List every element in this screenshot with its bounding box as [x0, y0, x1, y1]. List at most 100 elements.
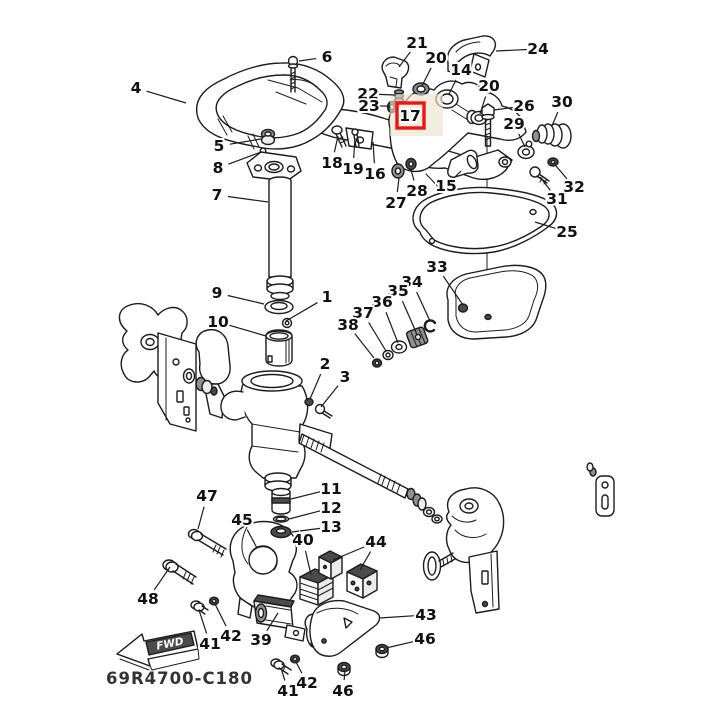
part-number-29[interactable]: 29	[501, 113, 527, 135]
part-number-41[interactable]: 41	[275, 680, 301, 702]
nut-38	[371, 358, 383, 368]
part-number-42[interactable]: 42	[294, 672, 320, 694]
mount-plate	[446, 264, 547, 340]
part-number-12[interactable]: 12	[318, 497, 344, 519]
part-number-45[interactable]: 45	[229, 509, 255, 531]
part-number-41[interactable]: 41	[197, 633, 223, 655]
part-number-8[interactable]: 8	[211, 157, 226, 179]
callout-leader-line	[214, 603, 227, 627]
part-number-27[interactable]: 27	[383, 192, 409, 214]
part-number-34[interactable]: 34	[399, 271, 425, 293]
part-number-14[interactable]: 14	[448, 59, 474, 81]
part-number-13[interactable]: 13	[318, 516, 344, 538]
part-number-31[interactable]: 31	[544, 188, 570, 210]
part-number-38[interactable]: 38	[335, 314, 361, 336]
callout-leader-line	[416, 291, 431, 322]
bolt-41a	[190, 600, 209, 615]
part-number-40[interactable]: 40	[290, 529, 316, 551]
part-number-46[interactable]: 46	[330, 680, 356, 702]
part-number-7[interactable]: 7	[210, 184, 225, 206]
part-number-20[interactable]: 20	[423, 47, 449, 69]
callout-leader-line	[385, 640, 415, 649]
part-number-11[interactable]: 11	[318, 478, 344, 500]
tilt-rod	[298, 433, 443, 524]
part-number-24[interactable]: 24	[525, 38, 551, 60]
callout-leader-line	[479, 96, 487, 115]
part-number-16[interactable]: 16	[362, 163, 388, 185]
diagram-code: 69R4700-C180	[106, 669, 253, 688]
bushing-10	[265, 329, 293, 367]
callout-leader-line	[343, 670, 346, 681]
callout-leader-line	[246, 529, 258, 549]
part-number-18[interactable]: 18	[319, 152, 345, 174]
selected-part-box[interactable]	[395, 101, 426, 130]
nut-46a	[375, 643, 389, 659]
callout-leader-line	[442, 275, 464, 306]
part-number-35[interactable]: 35	[385, 280, 411, 302]
nut-28	[405, 157, 417, 171]
callout-leader-line	[228, 151, 262, 165]
bolt-6	[287, 55, 299, 93]
part-number-23[interactable]: 23	[356, 95, 382, 117]
steering-shaft	[246, 151, 302, 301]
part-number-20[interactable]: 20	[476, 75, 502, 97]
callout-leader-line	[495, 48, 528, 52]
damper-30	[525, 123, 572, 149]
bushing-11	[271, 487, 291, 515]
callout-leader-line	[539, 176, 551, 191]
part-number-22[interactable]: 22	[355, 83, 381, 105]
part-number-30[interactable]: 30	[549, 91, 575, 113]
part-number-19[interactable]: 19	[340, 158, 366, 180]
callout-leader-line	[153, 566, 171, 591]
part-number-25[interactable]: 25	[554, 221, 580, 243]
callout-leader-line	[228, 324, 267, 337]
part-number-33[interactable]: 33	[424, 256, 450, 278]
part-number-46[interactable]: 46	[412, 628, 438, 650]
part-number-15[interactable]: 15	[433, 175, 459, 197]
part-number-1[interactable]: 1	[320, 286, 335, 308]
part-number-21[interactable]: 21	[404, 32, 430, 54]
part-number-5[interactable]: 5	[212, 135, 227, 157]
part-number-6[interactable]: 6	[320, 46, 335, 68]
part-number-28[interactable]: 28	[404, 180, 430, 202]
callout-leader-line	[534, 221, 557, 230]
mount-damper-21	[381, 56, 410, 89]
bolt-31	[529, 166, 550, 185]
part-number-47[interactable]: 47	[194, 485, 220, 507]
part-number-42[interactable]: 42	[218, 625, 244, 647]
part-number-3[interactable]: 3	[338, 366, 353, 388]
callout-leader-line	[227, 195, 269, 203]
part-number-36[interactable]: 36	[369, 291, 395, 313]
bolt-18	[331, 125, 347, 148]
callout-leader-line	[398, 51, 411, 68]
part-number-17-selected[interactable]: 17	[397, 105, 423, 127]
part-number-37[interactable]: 37	[350, 302, 376, 324]
callout-leader-line	[290, 491, 321, 500]
part-number-44[interactable]: 44	[363, 531, 389, 553]
part-number-2[interactable]: 2	[318, 353, 333, 375]
part-number-48[interactable]: 48	[135, 588, 161, 610]
diagram-artwork: FWD	[116, 35, 615, 677]
part-number-10[interactable]: 10	[205, 311, 231, 333]
part-number-32[interactable]: 32	[561, 176, 587, 198]
rubber-block-40	[299, 568, 334, 606]
washer-37	[382, 349, 394, 361]
c-ring-34	[423, 319, 437, 333]
clamp-screw-handle	[586, 462, 615, 517]
part-number-39[interactable]: 39	[248, 629, 274, 651]
gasket-25	[412, 186, 558, 255]
part-number-43[interactable]: 43	[413, 604, 439, 626]
washer-42a	[208, 596, 220, 606]
part-number-9[interactable]: 9	[210, 282, 225, 304]
part-number-4[interactable]: 4	[129, 77, 144, 99]
callout-leader-line	[385, 312, 399, 344]
callout-leader-line	[320, 385, 339, 408]
part-number-26[interactable]: 26	[511, 95, 537, 117]
callout-leader-line	[396, 177, 400, 193]
callout-leader-line	[304, 550, 312, 576]
callout-leader-line	[453, 170, 462, 179]
callout-leader-line	[378, 93, 397, 96]
callout-leader-line	[227, 294, 265, 305]
